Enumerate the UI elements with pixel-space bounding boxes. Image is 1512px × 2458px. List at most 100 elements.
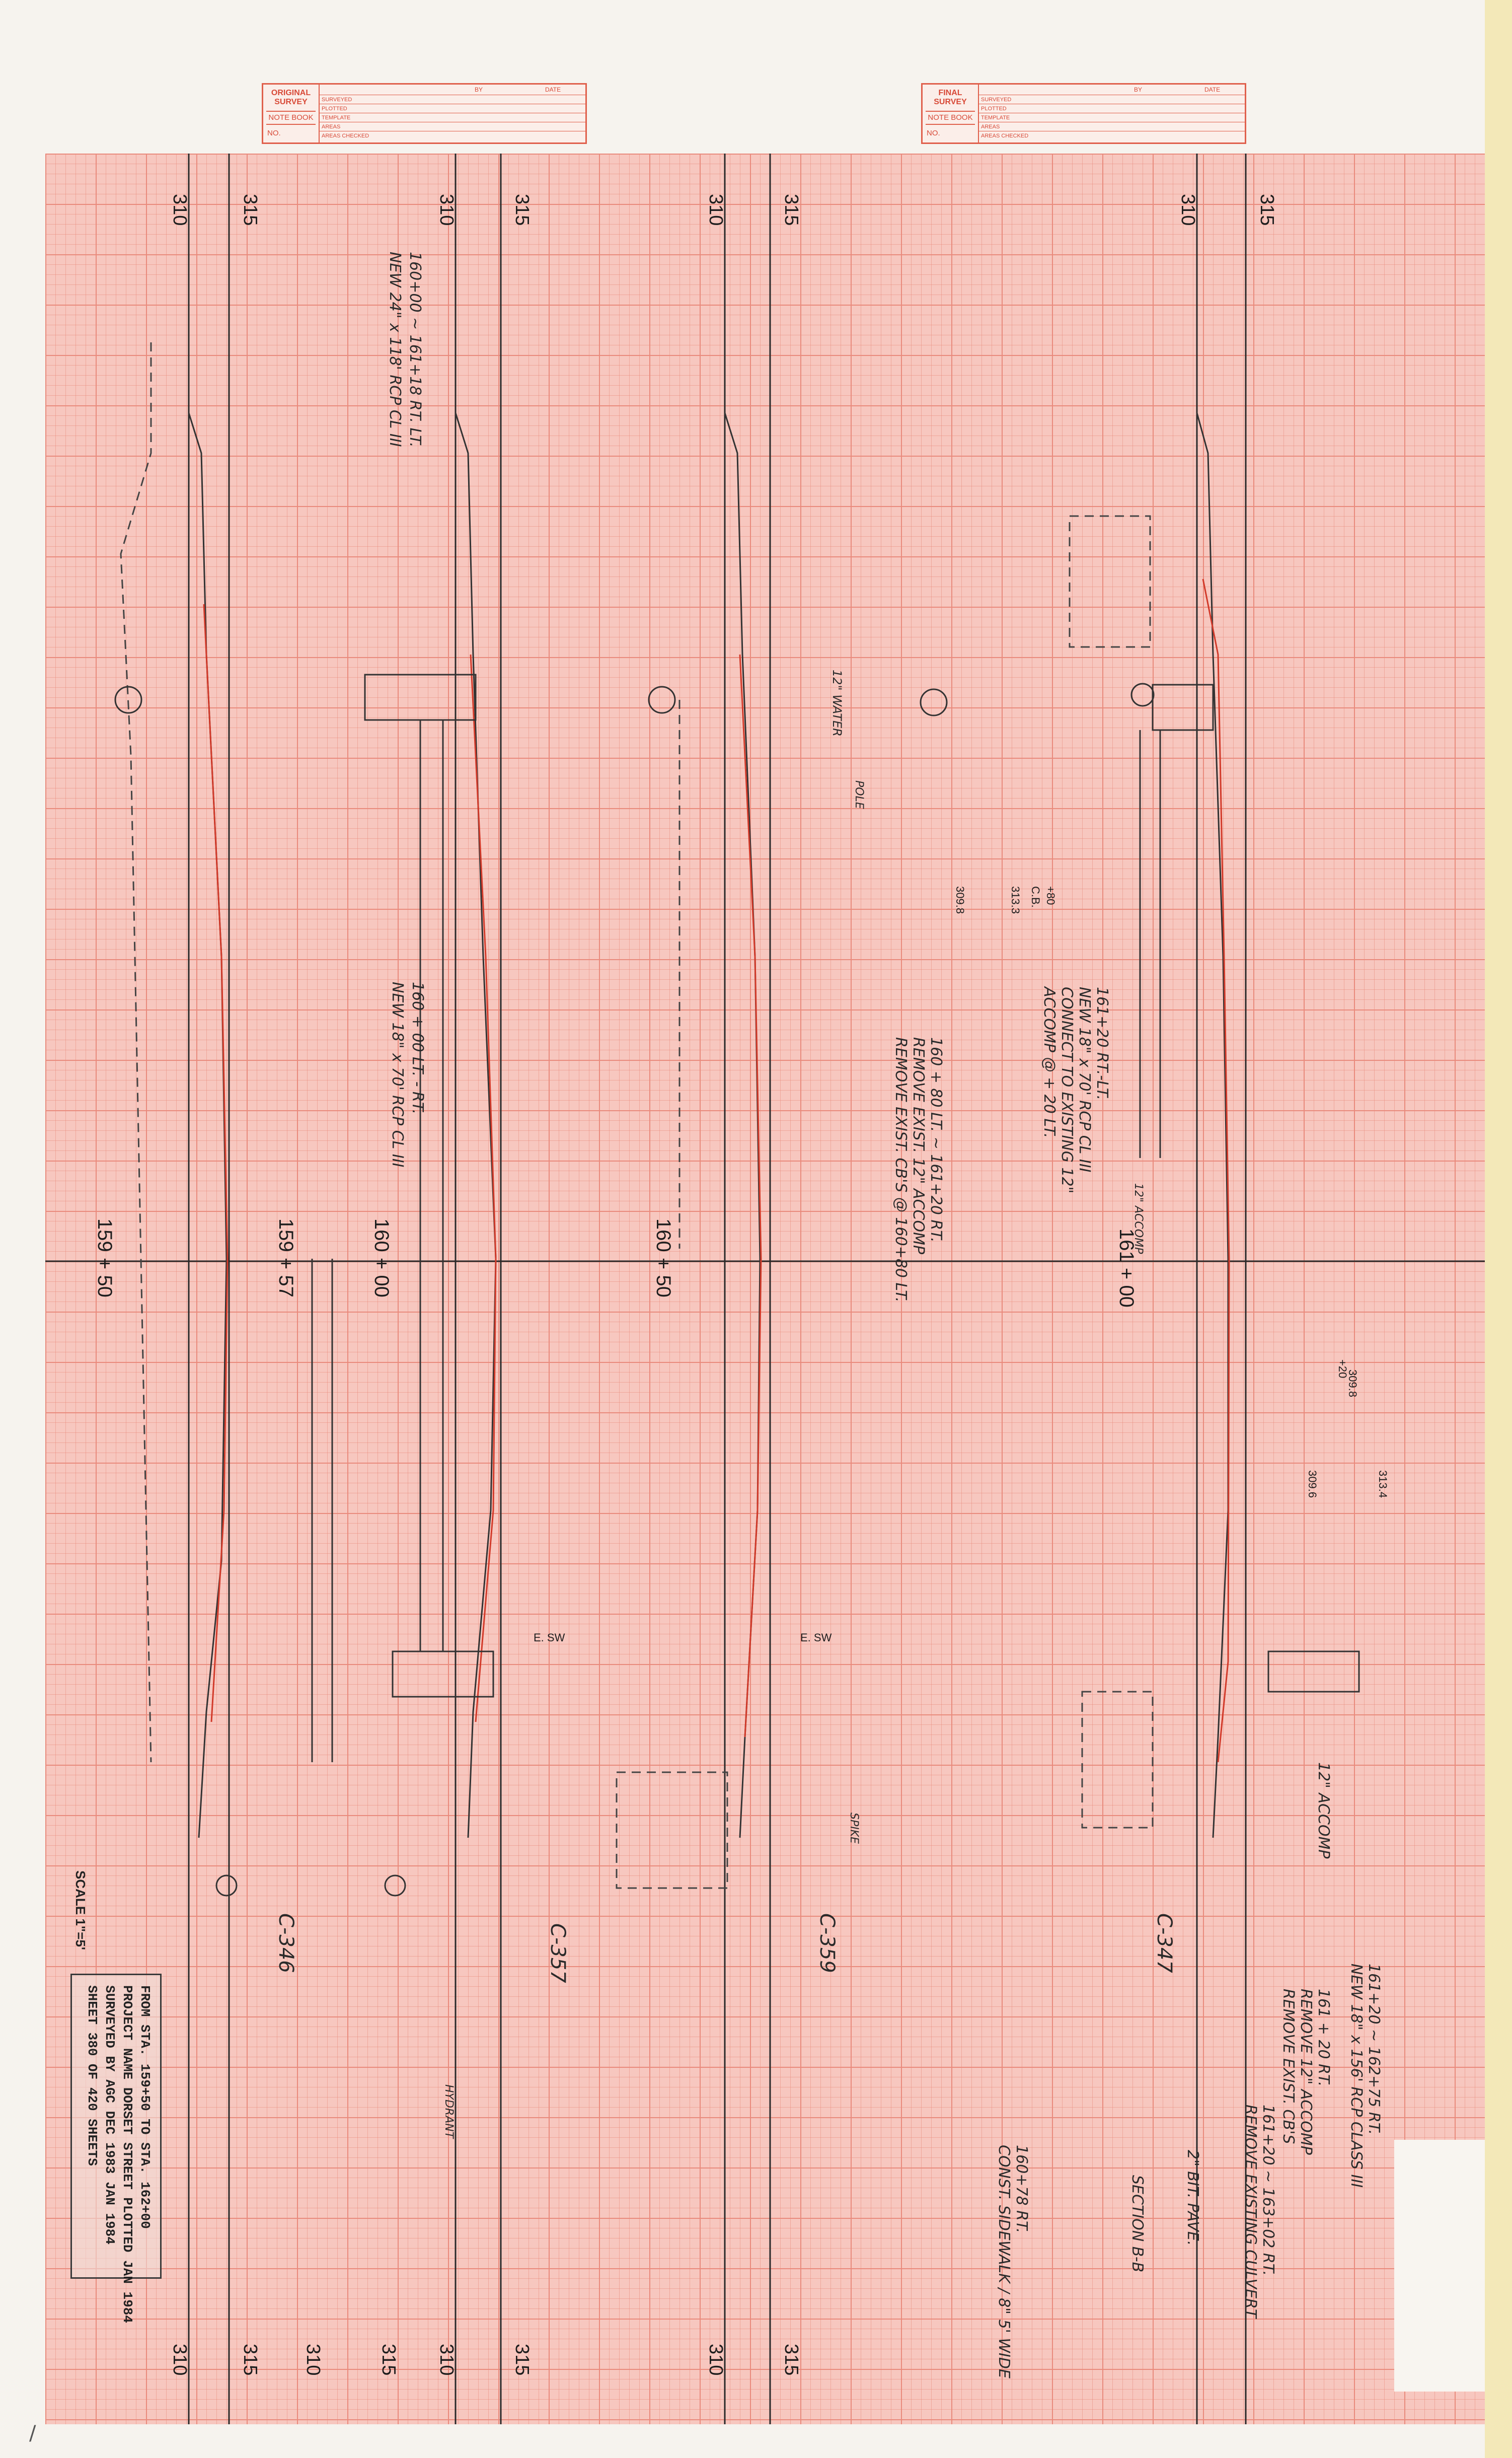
dashed-utility-line bbox=[120, 342, 152, 1763]
cross-section-id: C-347 bbox=[1153, 1913, 1176, 1973]
station-label: 160 + 50 bbox=[652, 1218, 674, 1297]
station-label: 161 + 00 bbox=[1115, 1228, 1138, 1308]
survey-row: AREAS CHECKED bbox=[319, 131, 585, 140]
profile-section-2 bbox=[455, 412, 497, 1838]
date-label: DATE bbox=[545, 86, 561, 93]
profile-section-3 bbox=[724, 412, 761, 1838]
section-baselines bbox=[188, 154, 1247, 2424]
proposed-section-3 bbox=[739, 654, 762, 1738]
small-label: +20 bbox=[1336, 1359, 1349, 1378]
small-label: E. SW bbox=[800, 1631, 832, 1644]
note-text: 161+20 ~ 162+75 RT. bbox=[1365, 1964, 1383, 2135]
elevation-label: 310 bbox=[436, 194, 457, 226]
elevation-label: 310 bbox=[169, 194, 190, 226]
elevation-label: 315 bbox=[378, 2344, 399, 2375]
title-block: FROM STA. 159+50 TO STA. 162+00 PROJECT … bbox=[70, 1974, 162, 2323]
small-label: +80 bbox=[1044, 886, 1057, 905]
top-elevation-labels: 310 315 310 315 310 315 310 315 bbox=[169, 194, 1277, 226]
small-label: C.B. bbox=[1029, 886, 1042, 908]
survey-row: SURVEYED bbox=[319, 95, 585, 104]
station-label: 159 + 50 bbox=[94, 1218, 116, 1297]
catch-basin-outline bbox=[616, 1771, 728, 1889]
sheet-edge-strip bbox=[1485, 0, 1512, 2458]
elevation-label: 315 bbox=[511, 2344, 533, 2375]
elevation-label: 315 bbox=[240, 194, 261, 226]
notebook-no-label: NO. bbox=[927, 129, 940, 137]
note-text: SECTION B-B bbox=[1128, 2175, 1146, 2272]
elevation-label: 310 bbox=[1177, 194, 1198, 226]
manhole-circle bbox=[114, 686, 142, 714]
elevation-label: 310 bbox=[169, 2344, 190, 2375]
station-labels: 159 + 50 159 + 57 160 + 00 160 + 50 161 … bbox=[94, 1218, 1138, 1308]
note-text: CONNECT TO EXISTING 12" bbox=[1058, 987, 1076, 1193]
elevation-label: 315 bbox=[240, 2344, 261, 2375]
elevation-label: 315 bbox=[781, 2344, 802, 2375]
manhole-circle bbox=[384, 1874, 406, 1897]
note-text: REMOVE EXIST. 12" ACCOMP bbox=[910, 1037, 927, 1255]
survey-box-title: FINAL bbox=[938, 89, 962, 97]
title-block-line: SURVEYED BY AGC DEC 1983 JAN 1984 bbox=[102, 1985, 117, 2245]
elevation-label: 310 bbox=[705, 2344, 726, 2375]
proposed-section-4 bbox=[1202, 579, 1230, 1763]
note-text: 161+20 ~ 163+02 RT. bbox=[1259, 2105, 1277, 2276]
survey-box-title: SURVEY bbox=[274, 98, 308, 106]
printed-small-labels: +80 C.B. 313.3 309.8 313.4 309.6 +20 309… bbox=[534, 886, 1389, 1644]
pipe-end bbox=[364, 674, 477, 721]
note-text: 12" ACCOMP bbox=[1315, 1762, 1332, 1859]
notebook-label: NOTE BOOK bbox=[926, 111, 975, 125]
note-text: REMOVE EXISTING CULVERT bbox=[1242, 2105, 1259, 2320]
scale-label: SCALE 1"=5' bbox=[73, 1870, 88, 1950]
cross-section-ids: C-346 C-357 C-359 C-347 bbox=[274, 1913, 1176, 1983]
note-text: 12" ACCOMP bbox=[1132, 1183, 1145, 1254]
profile-section-4 bbox=[1196, 412, 1229, 1838]
proposed-section-1 bbox=[203, 604, 229, 1722]
original-survey-box: ORIGINAL SURVEY NOTE BOOK NO. BY DATE SU… bbox=[262, 83, 587, 144]
survey-row: PLOTTED bbox=[978, 104, 1245, 113]
cross-section-id: C-357 bbox=[546, 1923, 569, 1983]
bottom-elevation-labels: 310 315 310 315 310 315 310 315 bbox=[169, 2344, 802, 2375]
elevation-label: 315 bbox=[1256, 194, 1277, 226]
small-label: 313.4 bbox=[1377, 1470, 1389, 1498]
graph-paper-grid bbox=[45, 154, 1485, 2424]
note-text: 161 + 20 RT. bbox=[1315, 1989, 1332, 2086]
survey-row: PLOTTED bbox=[319, 104, 585, 113]
catch-basin-outline bbox=[1081, 1691, 1154, 1829]
note-text: NEW 24" x 118' RCP CL III bbox=[386, 252, 404, 447]
small-label: 309.8 bbox=[1346, 1369, 1359, 1397]
small-label: E. SW bbox=[534, 1631, 565, 1644]
note-text: 2" BIT. PAVE. bbox=[1184, 2150, 1201, 2246]
date-label: DATE bbox=[1204, 86, 1221, 93]
cross-section-id: C-346 bbox=[274, 1913, 297, 1973]
elevation-label: 310 bbox=[705, 194, 726, 226]
manhole-circle bbox=[1130, 683, 1155, 707]
small-label: 309.6 bbox=[1306, 1470, 1319, 1498]
notebook-no-label: NO. bbox=[267, 129, 281, 137]
survey-box-title: SURVEY bbox=[934, 98, 967, 106]
note-text: NEW 18" x 70' RCP CL III bbox=[389, 982, 406, 1168]
blank-corner-patch bbox=[1394, 2140, 1485, 2392]
small-label: 313.3 bbox=[1009, 886, 1022, 914]
note-text: SPIKE bbox=[848, 1813, 860, 1844]
note-text: HYDRANT bbox=[442, 2084, 455, 2139]
note-text: REMOVE EXIST. CB'S bbox=[1279, 1989, 1297, 2144]
survey-row: AREAS bbox=[978, 122, 1245, 131]
survey-row: AREAS CHECKED bbox=[978, 131, 1245, 140]
pipe-end bbox=[1152, 684, 1214, 731]
proposed-section-2 bbox=[470, 654, 497, 1722]
note-text: 161+20 RT.-LT. bbox=[1093, 987, 1111, 1100]
elevation-label: 315 bbox=[511, 194, 533, 226]
station-label: 159 + 57 bbox=[275, 1218, 297, 1297]
final-survey-box: FINAL SURVEY NOTE BOOK NO. BY DATE SURVE… bbox=[921, 83, 1246, 144]
note-text: NEW 18" x 70' RCP CL III bbox=[1076, 987, 1093, 1173]
note-text: REMOVE EXIST. CB'S @ 160+80 LT. bbox=[892, 1037, 910, 1303]
note-text: 160 + 80 LT. ~ 161+20 RT. bbox=[927, 1037, 945, 1243]
note-text: POLE bbox=[853, 780, 865, 809]
note-text: CONST. SIDEWALK / 8" 5' WIDE bbox=[995, 2145, 1013, 2378]
manhole-circle bbox=[215, 1874, 238, 1897]
footer-mark: / bbox=[29, 2422, 36, 2445]
profile-section-1 bbox=[188, 412, 228, 1838]
note-text: 160+00 ~ 161+18 RT. LT. bbox=[406, 252, 424, 448]
survey-row: TEMPLATE bbox=[978, 113, 1245, 122]
manhole-circle bbox=[920, 688, 948, 716]
